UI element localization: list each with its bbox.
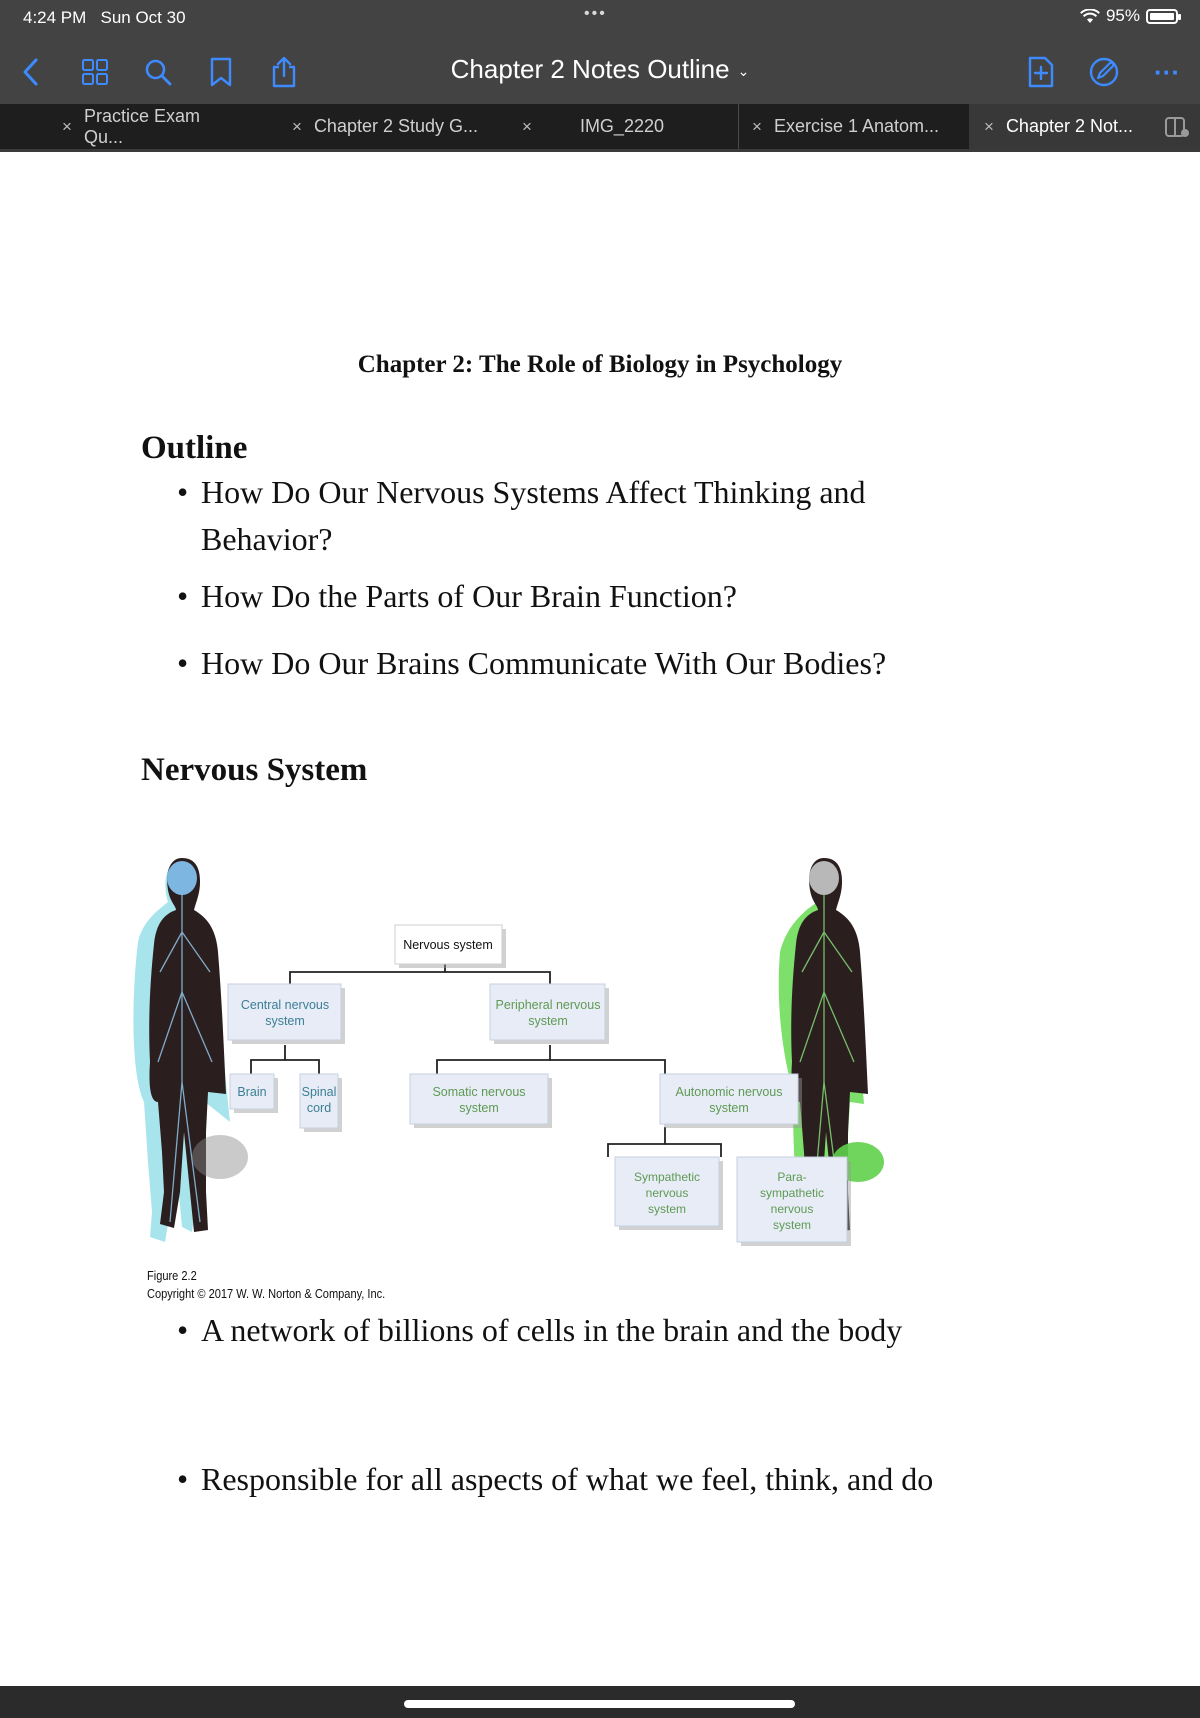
node-label: Sympathetic	[634, 1170, 700, 1184]
node-label: Central nervous	[241, 998, 329, 1012]
node-label: system	[709, 1101, 749, 1115]
tab-img-2220[interactable]: × IMG_2220	[522, 104, 737, 149]
close-icon[interactable]: ×	[522, 116, 532, 136]
node-nervous-system: Nervous system	[394, 924, 506, 968]
document-page[interactable]: Chapter 2: The Role of Biology in Psycho…	[0, 152, 1200, 1686]
nervous-item: • A network of billions of cells in the …	[177, 1307, 1077, 1354]
node-label: Para-	[777, 1170, 806, 1184]
document-title[interactable]: Chapter 2 Notes Outline ⌄	[0, 54, 1200, 85]
markup-button[interactable]	[1084, 52, 1124, 92]
figure-caption: Figure 2.2 Copyright © 2017 W. W. Norton…	[147, 1267, 385, 1303]
status-right: 95%	[1080, 6, 1181, 26]
split-view-icon[interactable]	[1164, 116, 1190, 138]
multitasking-dots[interactable]: •••	[584, 5, 607, 22]
node-somatic-nervous-system: Somatic nervous system	[409, 1073, 552, 1128]
bullet-icon: •	[177, 578, 189, 614]
tab-label: Practice Exam Qu...	[83, 105, 200, 147]
close-icon[interactable]: ×	[752, 116, 762, 136]
share-button[interactable]	[264, 52, 304, 92]
bullet-icon: •	[177, 1312, 189, 1348]
grid-icon	[82, 59, 108, 85]
node-label: Brain	[237, 1085, 266, 1099]
node-label: Somatic nervous	[432, 1085, 525, 1099]
node-label: Nervous system	[403, 938, 493, 952]
back-button[interactable]	[11, 52, 51, 92]
outline-item: • How Do the Parts of Our Brain Function…	[177, 573, 1077, 620]
tab-divider	[738, 104, 739, 149]
bookmark-icon	[210, 57, 232, 87]
search-button[interactable]	[138, 52, 178, 92]
bullet-icon: •	[177, 474, 189, 510]
close-icon[interactable]: ×	[984, 116, 994, 136]
search-icon	[145, 59, 172, 86]
bullet-icon: •	[177, 1461, 189, 1497]
node-label: Peripheral nervous	[496, 998, 601, 1012]
add-page-icon	[1028, 56, 1054, 88]
document-title-text: Chapter 2 Notes Outline	[450, 54, 730, 84]
bookmark-button[interactable]	[201, 52, 241, 92]
human-figure-right-illustration	[778, 858, 884, 1242]
node-label: nervous	[771, 1202, 814, 1216]
outline-heading: Outline	[141, 430, 248, 466]
node-autonomic-nervous-system: Autonomic nervous system	[659, 1073, 802, 1128]
node-label: cord	[307, 1101, 331, 1115]
add-page-button[interactable]	[1021, 52, 1061, 92]
more-button[interactable]: ···	[1147, 52, 1187, 92]
figure-copyright: Copyright © 2017 W. W. Norton & Company,…	[147, 1286, 386, 1301]
top-bar: 4:24 PM Sun Oct 30 ••• 95%	[0, 0, 1200, 104]
outline-item: • How Do Our Brains Communicate With Our…	[177, 640, 1077, 687]
chevron-down-icon: ⌄	[737, 62, 750, 79]
status-time: 4:24 PM Sun Oct 30	[23, 8, 186, 27]
node-label: system	[773, 1218, 811, 1232]
node-label: Spinal	[302, 1085, 337, 1099]
human-figure-left-illustration	[133, 858, 248, 1242]
share-icon	[272, 56, 296, 88]
node-parasympathetic-nervous-system: Para- sympathetic nervous system	[736, 1156, 851, 1246]
node-label: system	[459, 1101, 499, 1115]
tab-chapter-2-study-guide[interactable]: × Chapter 2 Study G...	[292, 104, 502, 149]
tab-practice-exam[interactable]: × Practice Exam Qu...	[62, 104, 237, 149]
node-label: system	[528, 1014, 568, 1028]
tab-label: Exercise 1 Anatom...	[773, 116, 940, 136]
bullet-icon: •	[177, 645, 189, 681]
pencil-icon	[1089, 57, 1119, 87]
node-peripheral-nervous-system: Peripheral nervous system	[489, 983, 609, 1044]
figure-number: Figure 2.2	[147, 1268, 197, 1283]
tab-chapter-2-notes-active[interactable]: × Chapter 2 Not...	[969, 104, 1200, 149]
node-spinal-cord: Spinal cord	[299, 1073, 342, 1132]
more-icon: ···	[1154, 56, 1180, 87]
nervous-item: • Responsible for all aspects of what we…	[177, 1456, 1077, 1503]
wifi-icon	[1080, 8, 1100, 23]
node-sympathetic-nervous-system: Sympathetic nervous system	[614, 1156, 723, 1230]
close-icon[interactable]: ×	[62, 116, 72, 136]
node-central-nervous-system: Central nervous system	[227, 983, 345, 1044]
home-indicator[interactable]	[404, 1700, 795, 1708]
tab-exercise-1-anatomy[interactable]: × Exercise 1 Anatom...	[752, 104, 967, 149]
nervous-system-figure: Nervous system Central nervous system Pe…	[133, 858, 884, 1246]
back-icon	[23, 58, 38, 86]
battery-percent: 95%	[1105, 6, 1140, 25]
node-label: Autonomic nervous	[675, 1085, 782, 1099]
node-label: system	[648, 1202, 686, 1216]
thumbnails-button[interactable]	[75, 52, 115, 92]
node-label: sympathetic	[760, 1186, 824, 1200]
nervous-system-heading: Nervous System	[141, 752, 368, 788]
battery-level	[1150, 12, 1174, 20]
node-brain: Brain	[229, 1073, 278, 1113]
tab-bar: × Practice Exam Qu... × Chapter 2 Study …	[0, 104, 1200, 152]
battery-icon	[1146, 8, 1181, 24]
tab-label: Chapter 2 Study G...	[313, 116, 479, 136]
toolbar: Chapter 2 Notes Outline ⌄ ···	[0, 40, 1200, 102]
node-label: system	[265, 1014, 305, 1028]
outline-item: • How Do Our Nervous Systems Affect Thin…	[177, 469, 937, 563]
tab-label: Chapter 2 Not...	[1005, 116, 1134, 136]
page-title: Chapter 2: The Role of Biology in Psycho…	[357, 351, 843, 378]
tab-label: IMG_2220	[579, 116, 664, 136]
status-bar: 4:24 PM Sun Oct 30 ••• 95%	[0, 0, 1200, 36]
node-label: nervous	[646, 1186, 689, 1200]
close-icon[interactable]: ×	[292, 116, 302, 136]
